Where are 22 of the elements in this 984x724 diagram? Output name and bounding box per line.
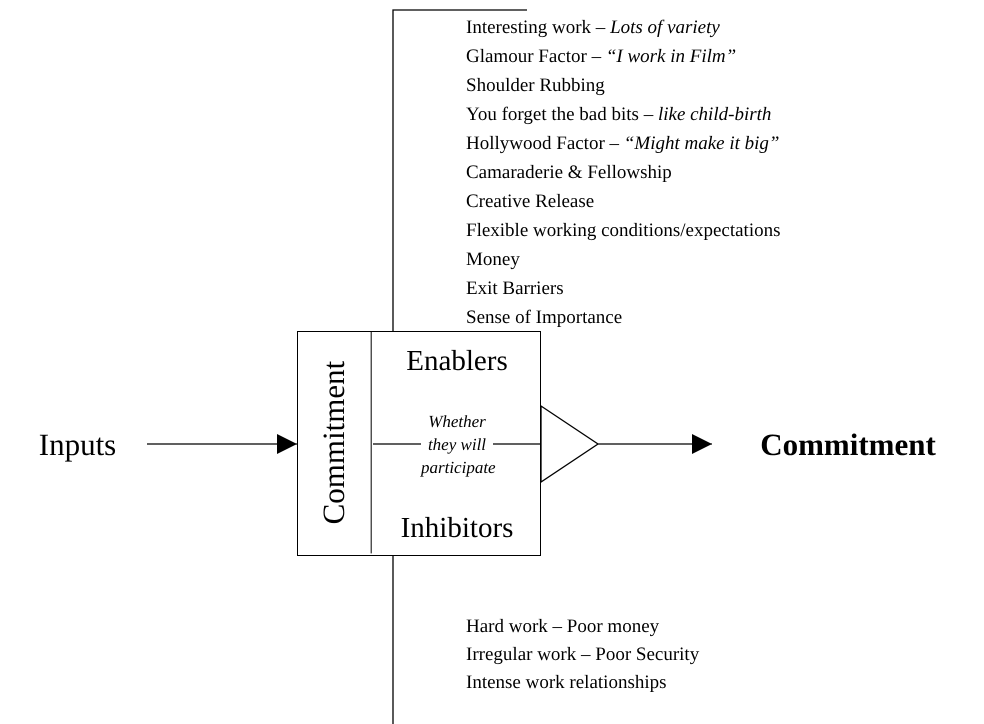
- list-item: Camaraderie & Fellowship: [466, 162, 672, 184]
- list-item: You forget the bad bits – like child-birth: [466, 104, 772, 126]
- list-item: Hollywood Factor – “Might make it big”: [466, 133, 780, 155]
- arrow: [147, 434, 297, 454]
- label-cell: Commitment: [296, 330, 372, 554]
- list-item: Creative Release: [466, 191, 594, 213]
- triangle-symbol: [541, 406, 598, 482]
- section-heading: Inhibitors: [400, 511, 514, 545]
- output-text: Commitment: [712, 422, 984, 468]
- section-heading: Enablers: [405, 344, 509, 378]
- list-item: Shoulder Rubbing: [466, 75, 605, 97]
- list-item: Money: [466, 249, 520, 271]
- list-item: Exit Barriers: [466, 278, 564, 300]
- input-text: Inputs: [8, 422, 147, 468]
- list-item: Hard work – Poor money: [466, 616, 660, 638]
- list-item: Flexible working conditions/expectations: [466, 220, 781, 242]
- arrow: [598, 434, 712, 454]
- list-item: Sense of Importance: [466, 307, 622, 329]
- list-item: Intense work relationships: [466, 672, 667, 694]
- list-item: Irregular work – Poor Security: [466, 644, 700, 666]
- list-item: Interesting work – Lots of variety: [466, 17, 720, 39]
- list-item: Glamour Factor – “I work in Film”: [466, 46, 736, 68]
